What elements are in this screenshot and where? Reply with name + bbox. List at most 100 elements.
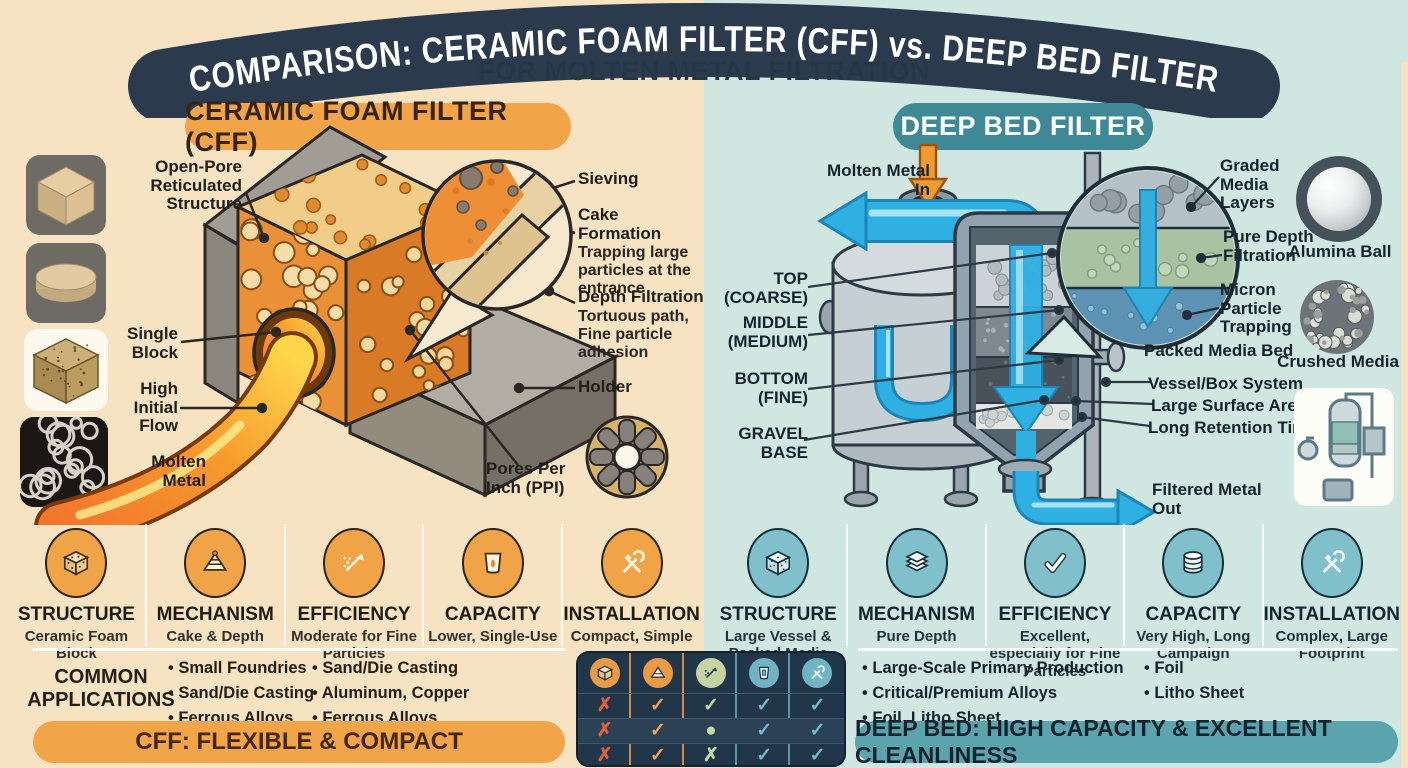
matrix-cell: ✓ bbox=[649, 745, 666, 766]
deep-bed-section-title: DEEP BED FILTER bbox=[893, 103, 1153, 150]
deep-stats-row: STRUCTURE Large Vessel & Packed Media ME… bbox=[710, 524, 1401, 680]
label-sieving: Sieving bbox=[578, 169, 639, 188]
application-item: Foil bbox=[1144, 656, 1304, 681]
foam-cube-icon bbox=[589, 658, 620, 688]
cake-slice-icon bbox=[642, 658, 673, 688]
comparison-matrix: ✗ ✓ ✓ ✓ ✓ ✗ ✓ ● ✓ ✓ ✗ ✓ ✗ ✓ ✓ bbox=[576, 651, 846, 767]
matrix-row-1: ✗ ✓ ✓ ✓ ✓ bbox=[578, 693, 844, 718]
cff-applications-list-1: Small Foundries Sand/Die Casting Ferrous… bbox=[168, 656, 318, 730]
matrix-row-2: ✗ ✓ ● ✓ ✓ bbox=[578, 718, 844, 743]
crucible-icon bbox=[461, 528, 524, 598]
label-holder: Holder bbox=[578, 377, 632, 396]
label-middle-medium: MIDDLE (MEDIUM) bbox=[727, 313, 808, 351]
depth-filtration-title: Depth Filtration bbox=[578, 287, 704, 306]
deep-stat-mechanism: MECHANISM Pure Depth bbox=[846, 524, 984, 646]
application-item: Litho Sheet bbox=[1144, 681, 1304, 706]
tools-icon bbox=[600, 528, 663, 598]
stat-label: EFFICIENCY bbox=[297, 604, 411, 625]
matrix-divider bbox=[735, 653, 737, 765]
label-filtered-metal-out: Filtered Metal Out bbox=[1152, 480, 1262, 518]
cff-stat-capacity: CAPACITY Lower, Single-Use bbox=[422, 524, 561, 646]
deep-bed-illustration bbox=[803, 143, 1240, 525]
stat-label: EFFICIENCY bbox=[998, 604, 1112, 625]
matrix-cell: ✓ bbox=[756, 695, 773, 716]
matrix-cell: ✓ bbox=[649, 720, 666, 741]
label-cake-formation: Cake Formation Trapping large particles … bbox=[578, 205, 706, 298]
label-bottom-fine: BOTTOM (FINE) bbox=[734, 369, 808, 407]
cff-stat-installation: INSTALLATION Compact, Simple bbox=[561, 524, 700, 646]
cake-slice-icon bbox=[184, 528, 247, 598]
particles-arrow-icon bbox=[695, 658, 726, 688]
cff-illustration bbox=[34, 125, 669, 525]
cff-disc-thumbnail bbox=[26, 243, 106, 323]
stat-value: Cake & Depth bbox=[166, 628, 264, 645]
stat-label: INSTALLATION bbox=[563, 604, 700, 625]
common-applications-heading: COMMON APPLICATIONS bbox=[27, 666, 175, 711]
application-item: Large-Scale Primary Production bbox=[862, 656, 1152, 681]
tools-icon bbox=[1300, 528, 1363, 598]
matrix-cell: ● bbox=[705, 720, 717, 741]
label-crushed-media: Crushed Media bbox=[1277, 352, 1399, 371]
cff-stat-structure: STRUCTURE Ceramic Foam Block bbox=[8, 524, 145, 662]
stat-label: STRUCTURE bbox=[719, 604, 837, 625]
matrix-cell: ✗ bbox=[596, 695, 613, 716]
matrix-divider bbox=[629, 653, 631, 765]
stat-label: MECHANISM bbox=[857, 604, 976, 625]
cff-applications-list-2: Sand/Die Casting Aluminum, Copper Ferrou… bbox=[312, 656, 482, 730]
application-item: Small Foundries bbox=[168, 656, 318, 681]
matrix-cell: ✗ bbox=[703, 745, 719, 766]
stat-label: MECHANISM bbox=[156, 604, 274, 625]
deep-callout-lines bbox=[803, 247, 1154, 442]
foam-cube-icon bbox=[45, 528, 108, 598]
cff-stat-mechanism: MECHANISM Cake & Depth bbox=[144, 524, 284, 646]
label-top-coarse: TOP (COARSE) bbox=[723, 269, 808, 307]
deep-divider-line bbox=[858, 648, 1398, 651]
title-banner: COMPARISON: CERAMIC FOAM FILTER (CFF) vs… bbox=[128, 3, 1280, 118]
flow-arrows bbox=[992, 244, 1157, 525]
matrix-divider bbox=[682, 653, 684, 765]
cff-summary-banner: CFF: FLEXIBLE & COMPACT bbox=[33, 721, 565, 763]
edge-strip bbox=[1401, 62, 1408, 768]
stat-label: STRUCTURE bbox=[17, 604, 135, 625]
matrix-cell: ✗ bbox=[596, 745, 613, 766]
sphere bbox=[1307, 167, 1371, 231]
deep-magnifier bbox=[1024, 166, 1240, 359]
label-single-block: Single Block bbox=[126, 324, 178, 362]
deep-stat-efficiency: EFFICIENCY Excellent, especially for Fin… bbox=[984, 524, 1123, 680]
matrix-cell: ✓ bbox=[703, 695, 719, 716]
label-ppi: Pores Per Inch (PPI) bbox=[486, 459, 566, 497]
label-vessel-box-system: Vessel/Box System bbox=[1148, 374, 1303, 393]
label-long-retention-time: Long Retention Time bbox=[1148, 418, 1317, 437]
application-item: Sand/Die Casting bbox=[312, 656, 482, 681]
crushed-media-image bbox=[1300, 280, 1374, 354]
tools-icon bbox=[802, 658, 833, 688]
matrix-cell: ✓ bbox=[756, 745, 773, 766]
foam-cube-image bbox=[32, 338, 100, 405]
deep-stat-installation: INSTALLATION Complex, Large Footprint bbox=[1261, 524, 1401, 662]
application-item: Critical/Premium Alloys bbox=[862, 681, 1152, 706]
banner-subtitle: FOR MOLTEN METAL FILTRATION bbox=[478, 56, 930, 86]
schematic-drawing bbox=[1297, 392, 1386, 502]
deep-summary-banner: DEEP BED: HIGH CAPACITY & EXCELLENT CLEA… bbox=[855, 715, 1398, 768]
label-packed-media-bed: Packed Media Bed bbox=[1144, 341, 1294, 360]
matrix-row-3: ✗ ✓ ✗ ✓ ✓ bbox=[578, 743, 844, 766]
deep-applications-list-2: Foil Litho Sheet bbox=[1144, 656, 1304, 706]
label-depth-filtration: Depth Filtration Tortuous path, Fine par… bbox=[578, 287, 706, 361]
stat-value: Lower, Single-Use bbox=[428, 628, 558, 645]
stat-label: INSTALLATION bbox=[1263, 604, 1401, 625]
label-graded-media: Graded Media Layers bbox=[1220, 156, 1280, 213]
matrix-cell: ✓ bbox=[756, 720, 773, 741]
matrix-header-row bbox=[578, 653, 844, 693]
cff-foam-cube-thumbnail bbox=[24, 329, 108, 411]
alumina-ball-image bbox=[1296, 156, 1382, 242]
matrix-cell: ✓ bbox=[649, 695, 666, 716]
label-large-surface-area: Large Surface Area bbox=[1151, 396, 1307, 415]
label-pure-depth: Pure Depth Filtration bbox=[1223, 227, 1314, 265]
crucible-icon bbox=[749, 658, 780, 688]
label-high-initial-flow: High Initial Flow bbox=[133, 379, 178, 436]
stat-label: CAPACITY bbox=[444, 604, 541, 625]
cake-formation-desc: Trapping large particles at the entrance bbox=[578, 244, 691, 298]
stat-value: Compact, Simple bbox=[570, 628, 693, 645]
label-molten-metal-in: Molten Metal In bbox=[827, 161, 930, 199]
